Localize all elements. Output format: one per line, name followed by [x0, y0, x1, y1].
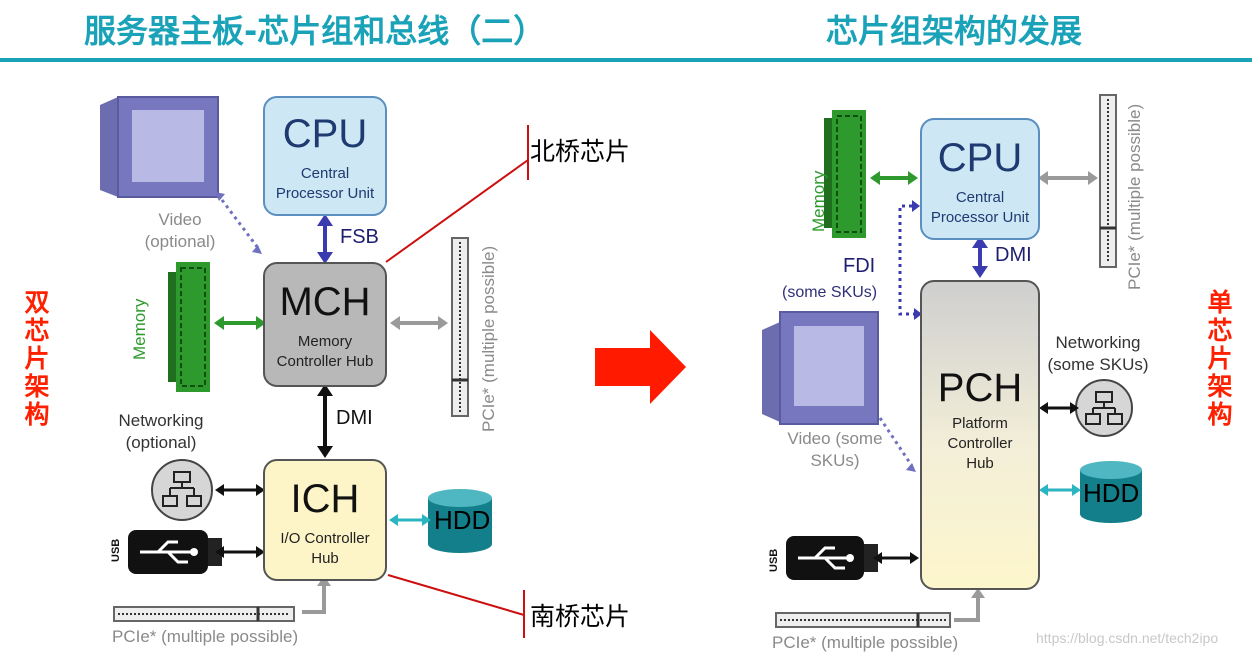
cpu-box-right: CPU Central Processor Unit	[920, 118, 1040, 240]
cpu-title: CPU	[282, 112, 368, 156]
video-monitor-icon-right	[762, 311, 879, 425]
left-title: 服务器主板-芯片组和总线（二）	[84, 12, 546, 50]
right-title: 芯片组架构的发展	[826, 12, 1083, 50]
pch-title: PCH	[937, 366, 1023, 410]
mch-box: MCH Memory Controller Hub	[263, 262, 387, 387]
cpu-box: CPU Central Processor Unit	[263, 96, 387, 216]
pcie-slot-bottom-left-icon	[113, 606, 295, 622]
watermark: https://blog.csdn.net/tech2ipo	[1036, 630, 1219, 646]
dmi-label: DMI	[336, 407, 373, 429]
cpu-subtitle: Central Processor Unit	[275, 165, 375, 202]
memory-icon	[168, 262, 210, 392]
memory-icon-right	[824, 110, 866, 238]
ich-box: ICH I/O Controller Hub	[263, 459, 387, 581]
pcie-bottom-label-right: PCIe* (multiple possible)	[772, 633, 959, 652]
pcie-slot-right-icon	[451, 237, 469, 417]
single-chip-label: 单芯片架构	[1207, 288, 1233, 429]
pcie-right-label: PCIe* (multiple possible)	[479, 245, 498, 432]
pcie-slot-bottom-right-icon	[775, 612, 951, 628]
networking-icon-right	[1075, 379, 1133, 437]
video-label-right: Video (some SKUs)	[787, 429, 883, 470]
networking-label-right: Networking (some SKUs)	[1047, 333, 1149, 374]
networking-label: Networking (optional)	[118, 411, 204, 452]
usb-label-right: USB	[768, 548, 780, 572]
fsb-label: FSB	[340, 226, 379, 248]
title-underline	[0, 58, 1252, 62]
mch-title: MCH	[279, 280, 371, 324]
mch-subtitle: Memory Controller Hub	[276, 333, 374, 370]
video-link	[220, 199, 260, 249]
evolution-arrow-icon	[595, 330, 686, 404]
hdd-icon-right	[1080, 461, 1142, 523]
dmi-label-right: DMI	[995, 244, 1032, 266]
usb-label: USB	[110, 538, 122, 562]
cpu-title-right: CPU	[937, 136, 1023, 180]
fdi-sub-label: (some SKUs)	[782, 284, 878, 301]
ich-subtitle: I/O Controller Hub	[280, 530, 370, 567]
ich-title: ICH	[290, 477, 360, 521]
southbridge-callout: 南桥芯片	[530, 602, 631, 631]
hdd-icon	[428, 489, 492, 553]
pcie-bottom-label: PCIe* (multiple possible)	[112, 627, 299, 646]
pcie-slot-right-icon-2	[1099, 94, 1117, 268]
video-monitor-icon	[100, 96, 219, 198]
dual-chip-label: 双芯片架构	[24, 288, 50, 429]
usb-plug-icon-right	[786, 536, 878, 580]
memory-label: Memory	[130, 298, 149, 360]
hdd-label: HDD	[434, 505, 491, 535]
networking-icon	[151, 459, 213, 521]
fdi-label: FDI	[843, 255, 876, 277]
hdd-label-right: HDD	[1083, 478, 1140, 508]
pch-box: PCH Platform Controller Hub	[920, 280, 1040, 590]
usb-plug-icon	[128, 530, 222, 574]
memory-label-right: Memory	[809, 170, 828, 232]
pch-subtitle: Platform Controller Hub	[947, 415, 1013, 472]
northbridge-callout: 北桥芯片	[530, 137, 631, 166]
video-label: Video (optional)	[144, 210, 216, 251]
pcie-right-label-2: PCIe* (multiple possible)	[1125, 103, 1144, 290]
cpu-subtitle-right: Central Processor Unit	[930, 189, 1030, 226]
